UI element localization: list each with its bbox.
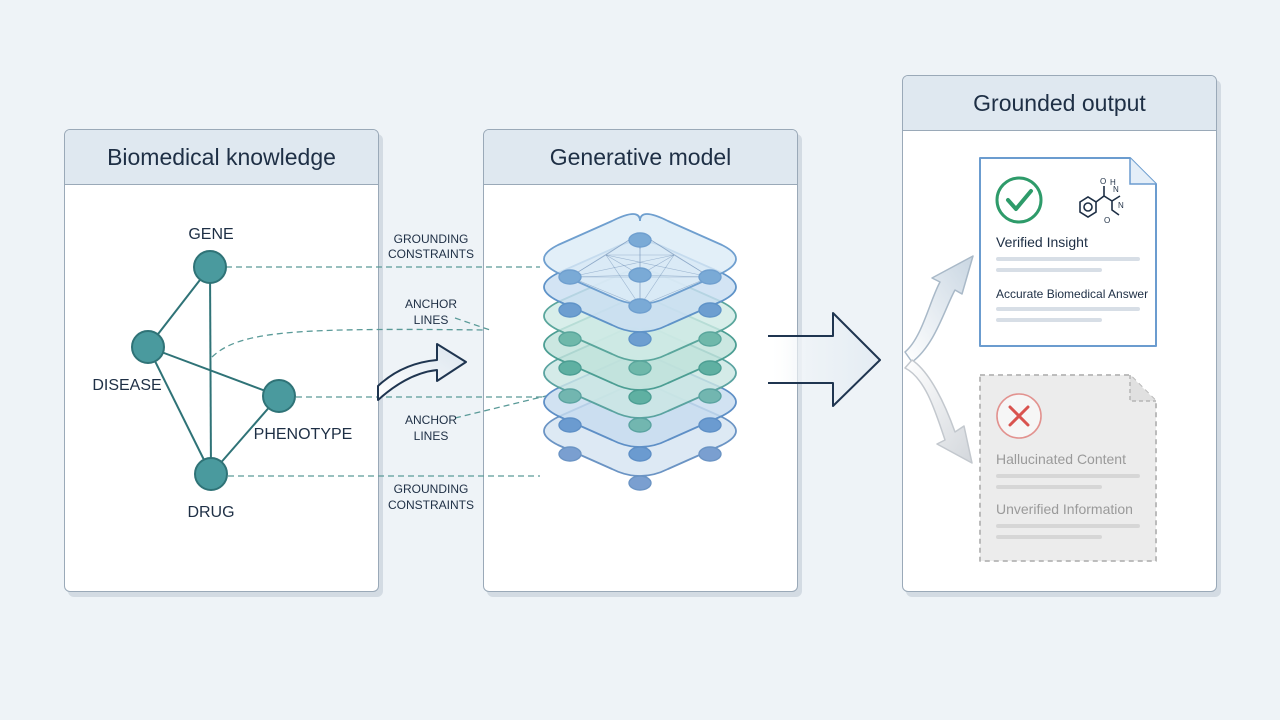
- panel-title-knowledge: Biomedical knowledge: [65, 130, 378, 185]
- panel-title-output: Grounded output: [903, 76, 1216, 131]
- label-anchor-top-1: ANCHOR: [405, 297, 457, 311]
- curved-arrow-into-model: [377, 343, 467, 401]
- grounded-output-panel: Grounded output: [902, 75, 1217, 592]
- label-anchor-bottom-1: ANCHOR: [405, 413, 457, 427]
- label-grounding-top-1: GROUNDING: [394, 232, 469, 246]
- label-grounding-bottom-1: GROUNDING: [394, 482, 469, 496]
- generative-model-panel: Generative model: [483, 129, 798, 592]
- label-anchor-bottom-2: LINES: [414, 429, 449, 443]
- connector-labels: GROUNDING CONSTRAINTS ANCHOR LINES ANCHO…: [388, 232, 474, 512]
- label-anchor-top-2: LINES: [414, 313, 449, 327]
- label-grounding-bottom-2: CONSTRAINTS: [388, 498, 474, 512]
- biomedical-knowledge-panel: Biomedical knowledge: [64, 129, 379, 592]
- panel-title-model: Generative model: [484, 130, 797, 185]
- label-grounding-top-2: CONSTRAINTS: [388, 247, 474, 261]
